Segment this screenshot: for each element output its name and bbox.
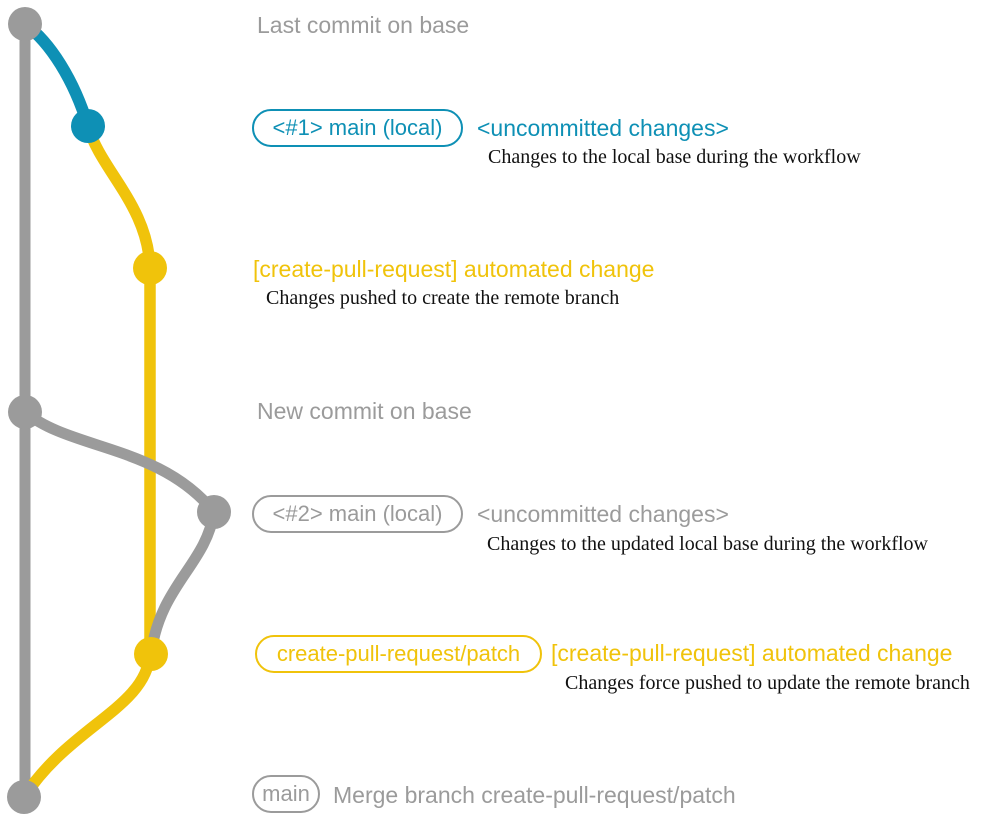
desc-automated-change-1: Changes pushed to create the remote bran…: [266, 287, 620, 309]
desc-uncommitted-changes-2: Changes to the updated local base during…: [487, 533, 928, 555]
commit-node-base-merge: [7, 780, 41, 814]
heading-automated-change-2: [create-pull-request] automated change: [551, 640, 953, 666]
heading-automated-change-1: [create-pull-request] automated change: [253, 256, 655, 282]
desc-uncommitted-changes-1: Changes to the local base during the wor…: [488, 146, 861, 168]
local-changes-edge-2: [145, 506, 220, 660]
commit-node-base-new: [8, 395, 42, 429]
desc-automated-change-2: Changes force pushed to update the remot…: [565, 672, 970, 694]
caption-merge-branch: Merge branch create-pull-request/patch: [333, 782, 736, 808]
caption-last-commit-on-base: Last commit on base: [257, 12, 470, 38]
heading-uncommitted-changes-2: <uncommitted changes>: [477, 501, 729, 527]
branch-label-patch: create-pull-request/patch: [255, 635, 542, 673]
commit-node-patch-2: [134, 637, 168, 671]
heading-uncommitted-changes-1: <uncommitted changes>: [477, 115, 729, 141]
commit-graph: [7, 7, 231, 814]
caption-new-commit-on-base: New commit on base: [257, 398, 472, 424]
commit-node-local-main-1: [71, 109, 105, 143]
rebase-edge: [19, 406, 220, 518]
commit-node-base-last: [8, 7, 42, 41]
branch-label-main-local-1: <#1> main (local): [252, 109, 463, 147]
branch-label-main-local-2: <#2> main (local): [252, 495, 463, 533]
commit-node-local-main-2: [197, 495, 231, 529]
local-changes-edge-1: [19, 18, 94, 132]
commit-node-patch-1: [133, 251, 167, 285]
branch-label-main: main: [252, 775, 320, 813]
